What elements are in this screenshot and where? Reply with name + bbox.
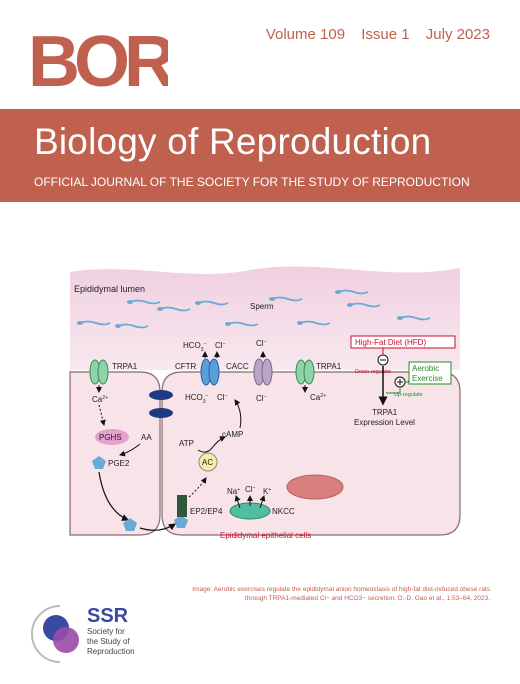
sperm-icon xyxy=(159,306,191,312)
hco3-in-label: HCO3− xyxy=(185,393,209,405)
title-banner: Biology of Reproduction OFFICIAL JOURNAL… xyxy=(0,109,520,202)
ca-left-label: Ca2+ xyxy=(92,395,108,404)
sperm-icon xyxy=(299,320,331,326)
trpa1-level-label-2: Expression Level xyxy=(354,418,415,427)
pghs-enzyme xyxy=(95,429,129,445)
lumen-label: Epididymal lumen xyxy=(74,284,145,294)
pge2-molecule xyxy=(123,518,137,531)
cl-cacc-in-label: Cl− xyxy=(256,394,267,403)
trpa1-channel-right xyxy=(295,359,315,385)
cells-label: Epididymal epithelial cells xyxy=(220,531,311,540)
hco3-out-label: HCO3− xyxy=(183,341,207,353)
pge2-label: PGE2 xyxy=(108,459,130,468)
volume-label: Volume 109 xyxy=(265,26,346,43)
k-label: K+ xyxy=(263,487,271,496)
cftr-label: CFTR xyxy=(175,362,197,371)
ssr-logo: SSR Society for the Study of Reproductio… xyxy=(31,605,135,663)
cl-in-label: Cl− xyxy=(217,393,228,402)
sperm-icon xyxy=(271,296,303,302)
sperm-icon xyxy=(129,299,161,305)
aa-label: AA xyxy=(141,433,152,442)
tight-junction xyxy=(149,408,173,418)
ac-label: AC xyxy=(202,458,213,467)
journal-title: Biology of Reproduction xyxy=(34,121,432,162)
pge2-molecule xyxy=(92,456,106,469)
trpa1-level-label-1: TRPA1 xyxy=(372,408,398,417)
cl-out-label: Cl− xyxy=(215,341,226,350)
ca-right-label: Ca2+ xyxy=(310,393,326,402)
cacc-label: CACC xyxy=(226,362,249,371)
sperm-icon xyxy=(197,300,229,306)
atp-label: ATP xyxy=(179,439,194,448)
cftr-channel xyxy=(200,358,220,386)
journal-subtitle: OFFICIAL JOURNAL OF THE SOCIETY FOR THE … xyxy=(34,175,470,189)
nucleus xyxy=(286,474,344,500)
cl-nkcc-label: Cl− xyxy=(245,485,256,494)
ssr-line-3: Reproduction xyxy=(87,647,135,656)
camp-label: cAMP xyxy=(222,430,243,439)
issue-label: Issue 1 xyxy=(361,26,410,43)
down-regulate-label: Down-regulate xyxy=(355,369,391,375)
trpa1-left-label: TRPA1 xyxy=(112,362,138,371)
trpa1-right-label: TRPA1 xyxy=(316,362,342,371)
sperm-icon xyxy=(227,321,259,327)
up-regulate-label: Up-regulate xyxy=(394,392,423,398)
exercise-label-1: Aerobic xyxy=(412,364,439,373)
sperm-icon xyxy=(349,302,381,308)
sperm-group xyxy=(79,289,431,329)
issue-info: Volume 109 Issue 1 July 2023 xyxy=(254,26,490,43)
ep2-ep4-receptor xyxy=(177,495,187,517)
bor-logo-text: BOR xyxy=(28,22,168,98)
sperm-icon xyxy=(79,320,111,326)
trpa1-channel-left xyxy=(89,359,109,385)
ssr-line-2: the Study of xyxy=(87,637,130,646)
date-label: July 2023 xyxy=(425,26,490,43)
ep2-ep4-label: EP2/EP4 xyxy=(190,507,223,516)
ssr-abbrev: SSR xyxy=(87,605,129,627)
bor-logo: BOR xyxy=(28,22,168,98)
na-label: Na+ xyxy=(227,487,240,496)
sperm-label: Sperm xyxy=(250,302,274,311)
hfd-label: High-Fat Diet (HFD) xyxy=(355,338,426,347)
sperm-icon xyxy=(337,289,369,295)
tight-junction xyxy=(149,390,173,400)
cell-main xyxy=(161,371,461,536)
cell-left xyxy=(69,371,161,536)
sperm-icon xyxy=(117,323,149,329)
exercise-label-2: Exercise xyxy=(412,374,443,383)
ssr-line-1: Society for xyxy=(87,627,125,636)
regulation-legend: High-Fat Diet (HFD) Down-regulate Aerobi… xyxy=(350,335,456,427)
ssr-logo-icon xyxy=(31,605,79,663)
sperm-icon xyxy=(399,315,431,321)
nkcc-label: NKCC xyxy=(272,507,295,516)
pge2-molecule xyxy=(174,515,188,528)
ac-enzyme xyxy=(198,452,218,472)
cacc-channel xyxy=(253,358,273,386)
pghs-label: PGHS xyxy=(99,433,122,442)
figure-caption: Image: Aerobic exercises regulate the ep… xyxy=(192,586,490,602)
cl-cacc-out-label: Cl− xyxy=(256,339,267,348)
